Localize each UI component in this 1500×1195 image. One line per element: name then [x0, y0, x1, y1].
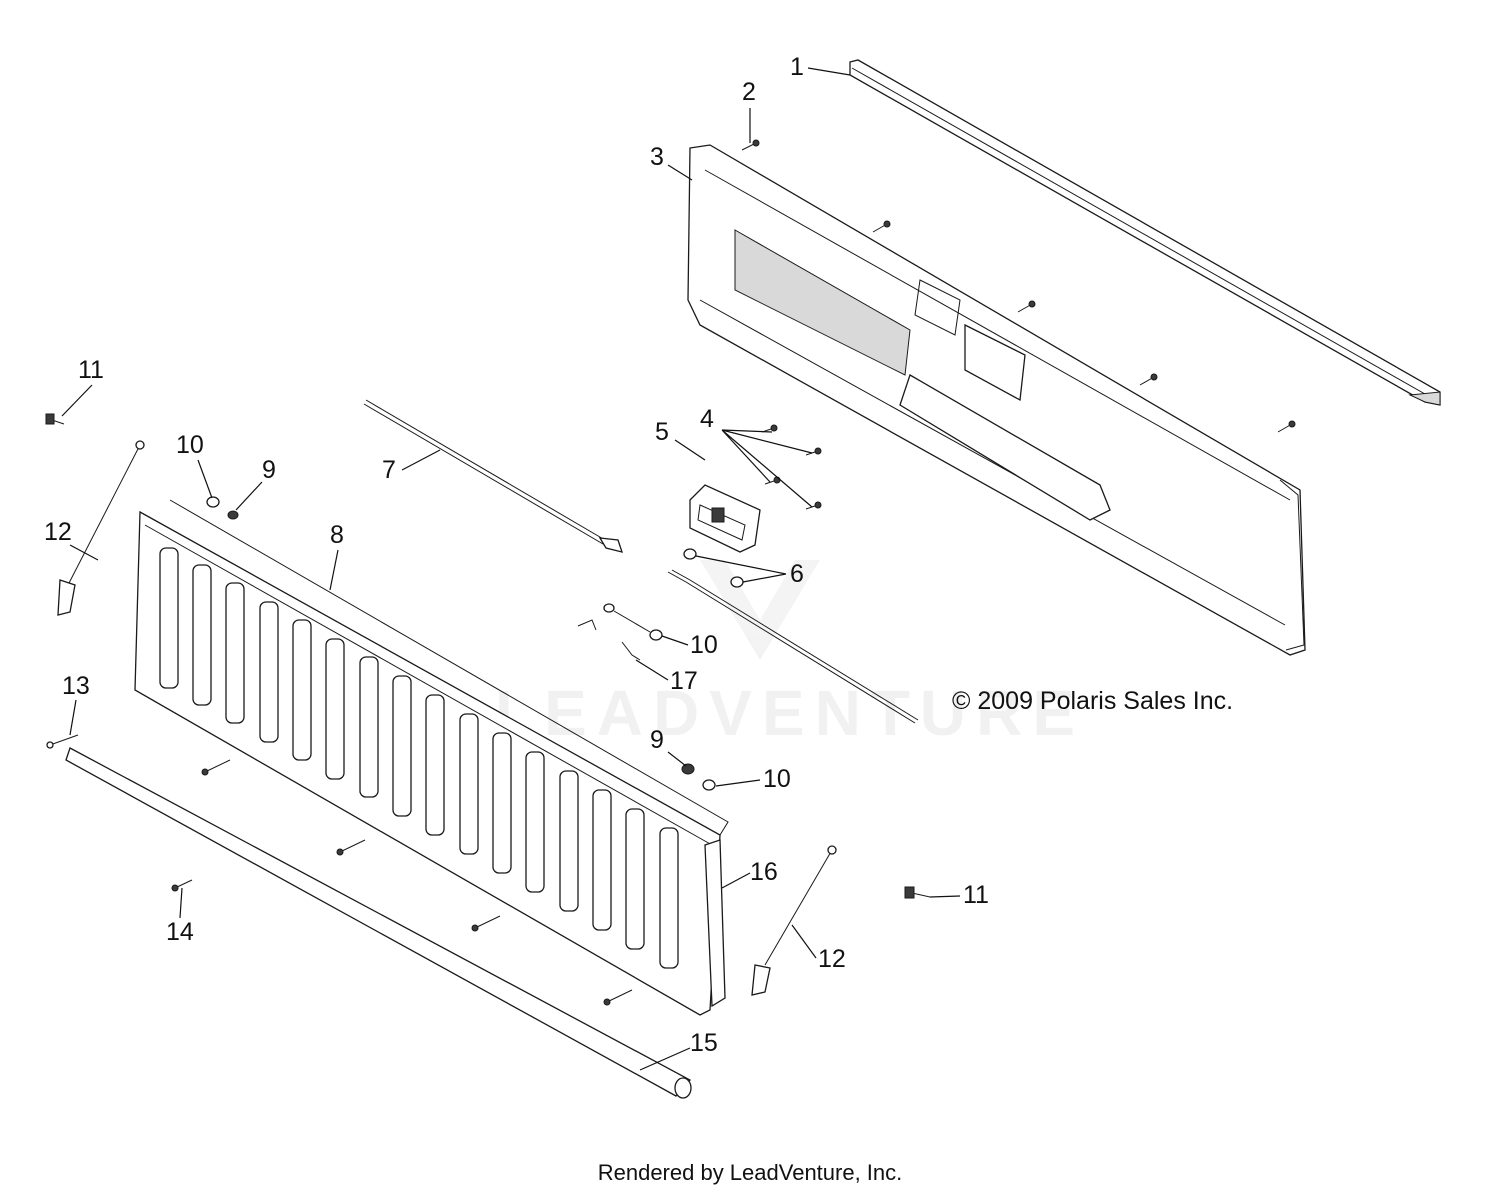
part-13-pin[interactable] [46, 734, 79, 749]
part-10-washer-top[interactable] [206, 496, 220, 508]
part-8-outer-panel[interactable] [134, 499, 729, 1016]
callout-6[interactable]: 6 [790, 560, 804, 588]
panel-ribs [159, 547, 679, 969]
part-14-bolts[interactable] [171, 759, 633, 1006]
callout-16[interactable]: 16 [750, 858, 778, 886]
part-4-screws[interactable] [761, 424, 822, 510]
callout-9-bottom[interactable]: 9 [650, 726, 664, 754]
right-rod[interactable] [667, 569, 919, 724]
callout-3[interactable]: 3 [650, 143, 664, 171]
part-16-end-cap[interactable] [704, 839, 726, 1008]
part-12-cable-left[interactable] [57, 440, 145, 616]
part-5-latch-handle[interactable] [689, 484, 761, 553]
callout-2[interactable]: 2 [742, 78, 756, 106]
watermark-logo: LEADVENTURE [495, 560, 1085, 749]
part-7-rod[interactable] [363, 399, 623, 553]
callout-11-right[interactable]: 11 [963, 881, 989, 909]
footer-credit: Rendered by LeadVenture, Inc. [597, 1160, 903, 1185]
callout-8[interactable]: 8 [330, 521, 344, 549]
part-15-tube[interactable] [65, 747, 692, 1099]
part-11-bolt-right[interactable] [904, 886, 931, 899]
callout-9-top[interactable]: 9 [262, 456, 276, 484]
callout-4[interactable]: 4 [700, 405, 714, 433]
callout-12-left[interactable]: 12 [44, 518, 72, 546]
callout-13[interactable]: 13 [62, 672, 90, 700]
callout-10-top[interactable]: 10 [176, 431, 204, 459]
part-11-bolt-left[interactable] [45, 413, 65, 425]
callout-17[interactable]: 17 [670, 667, 698, 695]
part-9-nut-bottom[interactable] [681, 763, 695, 775]
part-10-washers-middle[interactable] [603, 603, 663, 641]
copyright-text: © 2009 Polaris Sales Inc. [952, 687, 1233, 715]
callout-7[interactable]: 7 [382, 456, 396, 484]
callout-14[interactable]: 14 [166, 918, 194, 946]
callout-5[interactable]: 5 [655, 418, 669, 446]
part-9-nut-top[interactable] [227, 510, 239, 520]
part-17-clips[interactable] [577, 619, 641, 661]
callout-10-middle[interactable]: 10 [690, 631, 718, 659]
callout-11-left[interactable]: 11 [78, 356, 104, 384]
callouts: 1 2 3 4 5 6 7 8 9 9 10 10 10 11 11 12 12… [44, 53, 989, 1071]
callout-10-bottom[interactable]: 10 [763, 765, 791, 793]
part-12-cable-right[interactable] [751, 845, 837, 996]
part-10-washer-bottom[interactable] [702, 779, 716, 791]
callout-12-right[interactable]: 12 [818, 945, 846, 973]
callout-1[interactable]: 1 [790, 53, 804, 81]
part-2-screws[interactable] [741, 139, 1296, 433]
callout-15[interactable]: 15 [690, 1029, 718, 1057]
part-3-inner-panel[interactable] [687, 144, 1306, 656]
watermark-text: LEADVENTURE [495, 677, 1085, 749]
